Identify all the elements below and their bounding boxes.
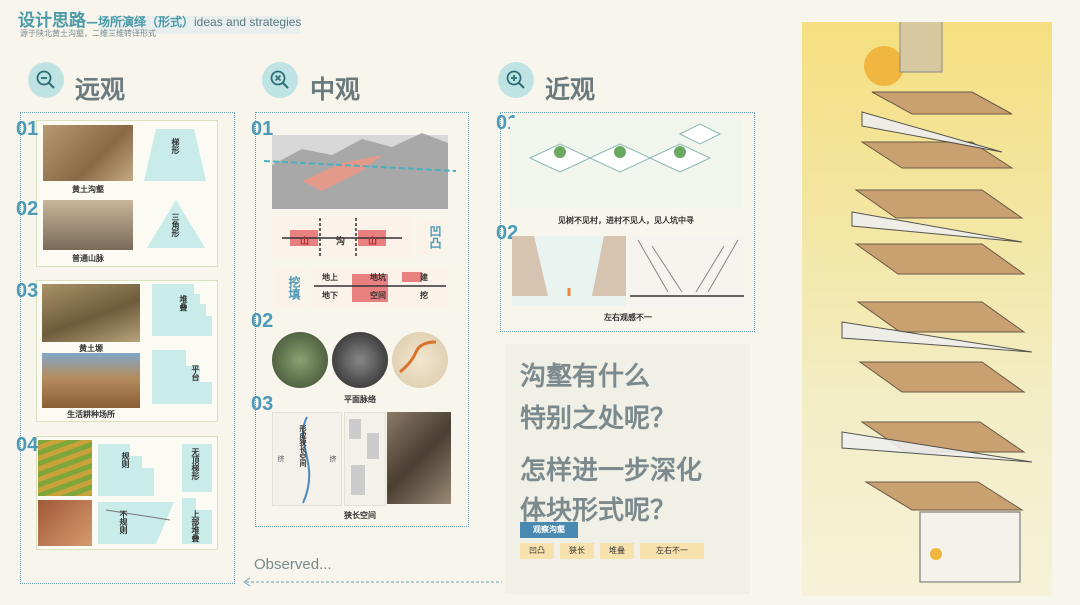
diag-gou: 沟 bbox=[336, 237, 346, 247]
trapezoid-shape bbox=[144, 129, 206, 181]
chip-xiachang: 狭长 bbox=[560, 543, 594, 559]
courtyard-blocks bbox=[510, 118, 742, 208]
narrow-text-a: 形成狭长空间 bbox=[299, 425, 307, 467]
far-num-03: 03 bbox=[16, 280, 39, 302]
question-line-4: 体块形式呢？ bbox=[520, 496, 677, 526]
dig-fill-diagram bbox=[310, 268, 450, 308]
far-num-02: 02 bbox=[16, 198, 39, 220]
title-en: ideas and strategies bbox=[194, 15, 302, 29]
dwelling-photo bbox=[38, 500, 92, 546]
living-farming-label: 生活耕种场所 bbox=[67, 410, 115, 419]
mid-heading: 中观 bbox=[310, 75, 361, 104]
triangle-label: 三角形 bbox=[171, 213, 180, 237]
mid-panel bbox=[255, 112, 469, 527]
narrow-text-b: 挤 bbox=[277, 455, 285, 462]
plan-circle-2 bbox=[332, 332, 388, 388]
di-shang: 地上 bbox=[322, 273, 338, 282]
zoom-in-icon bbox=[498, 62, 534, 98]
plan-circle-3 bbox=[392, 332, 448, 388]
narrow-diagram bbox=[272, 412, 342, 506]
gully-diagram bbox=[272, 216, 412, 258]
question-line-2: 特别之处呢？ bbox=[520, 404, 677, 434]
observed-text: Observed... bbox=[254, 556, 332, 573]
zoom-reset-icon bbox=[262, 62, 298, 98]
zoom-out-icon bbox=[28, 62, 64, 98]
mid-num-01: 01 bbox=[251, 118, 274, 140]
far-num-01: 01 bbox=[16, 118, 39, 140]
kong-jian: 空间 bbox=[370, 291, 386, 300]
arrow-left-icon bbox=[243, 577, 502, 587]
trapezoid-label: 梯形 bbox=[171, 138, 180, 154]
wa: 挖 bbox=[420, 291, 428, 300]
living-farming-photo bbox=[42, 353, 140, 408]
platform-label: 平台 bbox=[191, 365, 200, 381]
title-bar-bg bbox=[100, 16, 300, 34]
observe-tag: 观察沟壑 bbox=[520, 522, 578, 538]
near-caption-2: 左右观感不一 bbox=[604, 313, 652, 322]
topless-trapezoid-shape bbox=[182, 444, 212, 544]
title-main: 设计思路 bbox=[18, 11, 86, 31]
wa-tian-tag: 挖填 bbox=[275, 268, 303, 308]
di-xia: 地下 bbox=[322, 291, 338, 300]
chip-aotu: 凹凸 bbox=[520, 543, 554, 559]
far-panel bbox=[20, 112, 235, 584]
loess-plateau-label: 黄土塬 bbox=[79, 344, 103, 353]
question-line-1: 沟壑有什么 bbox=[520, 362, 651, 392]
far-heading: 远观 bbox=[75, 75, 126, 104]
triangle-shape bbox=[147, 200, 205, 248]
loess-gully-label: 黄土沟壑 bbox=[72, 185, 104, 194]
mid-num-03: 03 bbox=[251, 393, 274, 415]
terrace-photo bbox=[38, 440, 92, 496]
narrow-aerial-photo bbox=[387, 412, 451, 504]
aotu-tag: 凹凸 bbox=[418, 220, 444, 254]
regular-label: 规则 bbox=[121, 452, 130, 468]
near-panel bbox=[500, 112, 755, 332]
stacked-shape bbox=[152, 284, 212, 404]
narrow-label: 狭长空间 bbox=[344, 511, 376, 520]
page-title: 设计思路—场所演绎（形式）ideas and strategies bbox=[18, 6, 301, 31]
page-subtitle: 源于陕北黄土沟壑，二维三维转译形式 bbox=[20, 29, 156, 38]
exploded-axonometric bbox=[802, 0, 1052, 596]
left-right-sections bbox=[512, 236, 744, 306]
chip-zuoyou: 左右不一 bbox=[640, 543, 704, 559]
topless-trapezoid-label: 无顶梯形 bbox=[191, 448, 200, 480]
plan-circle-1 bbox=[272, 332, 328, 388]
mountain-photo bbox=[43, 200, 133, 250]
loess-gully-photo bbox=[43, 125, 133, 181]
di-keng: 地坑 bbox=[370, 273, 386, 282]
mountain-label: 普通山脉 bbox=[72, 254, 104, 263]
narrow-text-c: 挤 bbox=[329, 455, 337, 462]
diag-shan-1: 山 bbox=[300, 237, 310, 247]
section-sketch bbox=[263, 133, 457, 209]
far-num-04: 04 bbox=[16, 434, 39, 456]
title-sub: —场所演绎（形式） bbox=[86, 15, 195, 29]
irregular-label: 不规则 bbox=[119, 510, 128, 534]
stacked-label: 堆叠 bbox=[179, 295, 188, 311]
mid-num-02: 02 bbox=[251, 310, 274, 332]
regular-irregular-shapes bbox=[98, 444, 174, 544]
near-heading: 近观 bbox=[545, 75, 596, 104]
loess-plateau-photo bbox=[42, 284, 140, 342]
jian: 建 bbox=[420, 273, 428, 282]
narrow-blocks bbox=[344, 412, 386, 506]
question-line-3: 怎样进一步深化 bbox=[520, 456, 703, 486]
chip-duidie: 堆叠 bbox=[600, 543, 634, 559]
diag-shan-2: 山 bbox=[368, 237, 378, 247]
near-caption-1: 见树不见村，进村不见人，见人坑中寻 bbox=[558, 216, 694, 225]
plan-label: 平面脉络 bbox=[344, 395, 376, 404]
upper-stack-label: 上部堆叠 bbox=[191, 510, 200, 542]
